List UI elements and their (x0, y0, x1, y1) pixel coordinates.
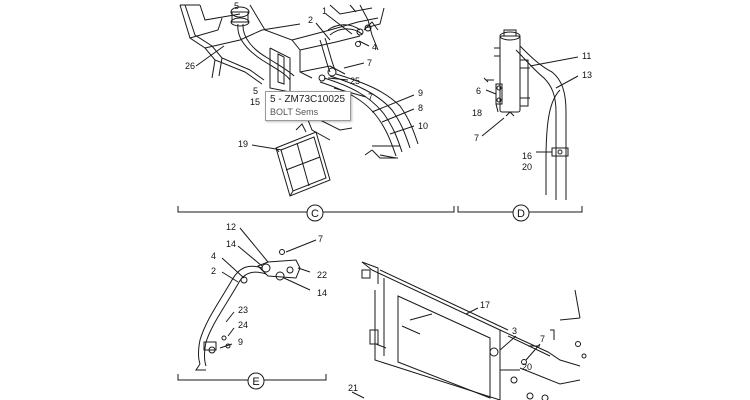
tooltip-part-description: BOLT Sems (270, 107, 319, 117)
callout-14-upper[interactable]: 14 (226, 239, 236, 249)
callout-7-view-e[interactable]: 7 (318, 234, 323, 244)
callout-22[interactable]: 22 (317, 270, 327, 280)
callout-13[interactable]: 13 (582, 70, 592, 80)
part-tooltip: 5 - ZM73C10025 BOLT Sems (265, 91, 351, 121)
tooltip-part-code: 5 - ZM73C10025 (270, 94, 346, 105)
callout-21[interactable]: 21 (348, 383, 358, 393)
callout-4-view-e[interactable]: 4 (211, 251, 216, 261)
view-f-drawing (351, 261, 587, 400)
view-e-letter: E (252, 376, 259, 388)
callout-12[interactable]: 12 (226, 222, 236, 232)
view-c-drawing (179, 4, 419, 197)
callout-8[interactable]: 8 (418, 103, 423, 113)
callout-24[interactable]: 24 (238, 320, 248, 330)
callout-18[interactable]: 18 (472, 108, 482, 118)
callout-20-view-d[interactable]: 20 (522, 162, 532, 172)
callout-16[interactable]: 16 (522, 151, 532, 161)
callout-2-view-e[interactable]: 2 (211, 266, 216, 276)
callout-11[interactable]: 11 (582, 51, 591, 61)
view-c-badge (306, 204, 324, 222)
callout-26[interactable]: 26 (185, 61, 195, 71)
callout-14-lower[interactable]: 14 (317, 288, 327, 298)
callout-5-left[interactable]: 5 (253, 86, 258, 96)
callout-7-view-f[interactable]: 7 (540, 334, 545, 344)
view-c-letter: C (311, 208, 319, 220)
callout-23[interactable]: 23 (238, 305, 248, 315)
callout-4[interactable]: 4 (372, 42, 377, 52)
callout-25[interactable]: 25 (350, 76, 360, 86)
callout-9-view-c[interactable]: 9 (418, 88, 423, 98)
callout-20-view-e[interactable]: 20 (522, 362, 532, 372)
callout-7-middle[interactable]: 7 (368, 92, 373, 102)
view-d-badge (512, 204, 530, 222)
callout-1[interactable]: 1 (322, 6, 327, 16)
callout-10[interactable]: 10 (418, 121, 428, 131)
callout-2[interactable]: 2 (308, 15, 313, 25)
callout-19[interactable]: 19 (238, 139, 248, 149)
view-d-drawing (481, 29, 579, 200)
view-d-letter: D (517, 208, 525, 220)
callout-5-top[interactable]: 5 (234, 1, 239, 11)
callout-17[interactable]: 17 (480, 300, 490, 310)
callout-6[interactable]: 6 (476, 86, 481, 96)
callout-7-view-d[interactable]: 7 (474, 133, 479, 143)
view-e-drawing (195, 227, 317, 371)
callout-3[interactable]: 3 (512, 326, 517, 336)
callout-15[interactable]: 15 (250, 97, 260, 107)
callout-9-view-e[interactable]: 9 (238, 337, 243, 347)
callout-7-upper[interactable]: 7 (367, 58, 372, 68)
view-e-badge (247, 372, 265, 390)
